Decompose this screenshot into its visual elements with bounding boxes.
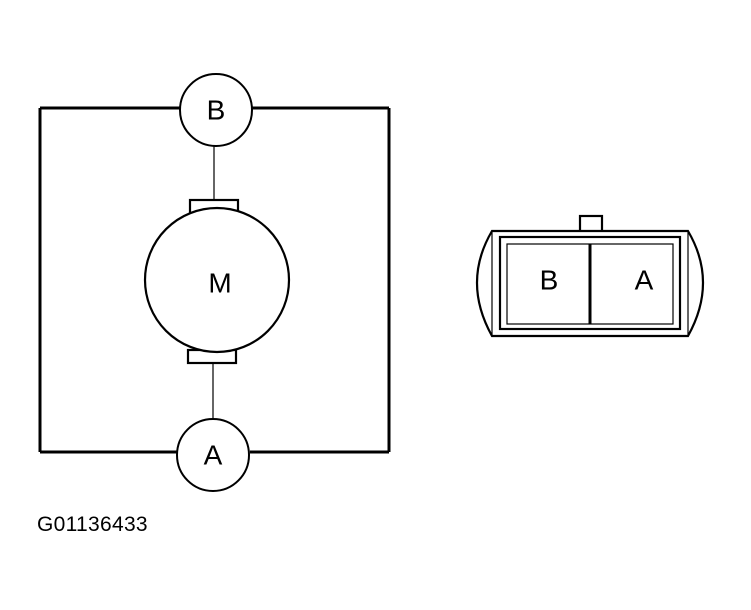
figure-id: G01136433 [37, 513, 148, 536]
motor-body [143, 206, 291, 354]
connector-cavity-b-label: B [540, 264, 559, 295]
terminal-b-label: B [207, 94, 226, 125]
connector-cavity-a-label: A [635, 264, 654, 295]
terminal-a-circle [176, 418, 250, 492]
terminal-b-circle [179, 73, 253, 147]
terminal-a: A [176, 418, 250, 492]
motor: M [143, 198, 291, 365]
motor-label: M [208, 267, 231, 298]
connector: B A [476, 214, 704, 338]
terminal-b: B [179, 73, 253, 147]
circuit-wiring [38, 106, 391, 454]
terminal-a-label: A [204, 439, 223, 470]
connector-latch [578, 214, 604, 234]
